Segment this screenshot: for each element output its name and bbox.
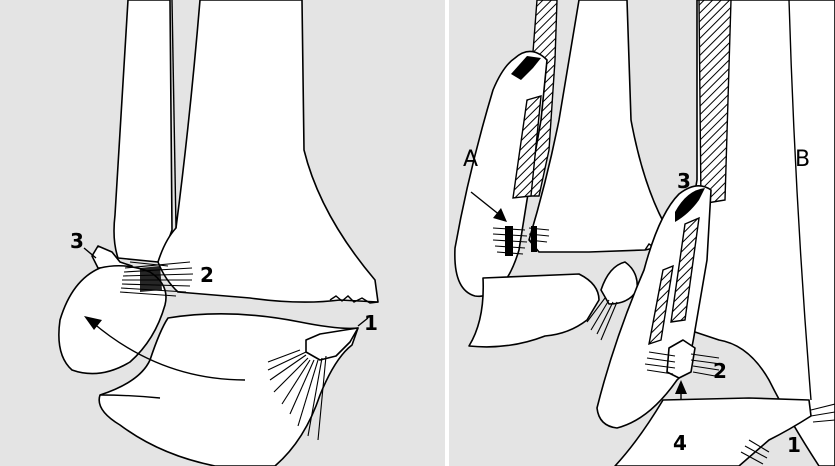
right-label-A: A xyxy=(463,147,478,172)
right-label-B: B xyxy=(795,147,810,172)
left-fibula-shaft xyxy=(114,0,172,262)
right-label-3: 3 xyxy=(677,169,691,193)
right-label-2: 2 xyxy=(713,359,727,383)
left-label-1: 1 xyxy=(364,311,378,335)
left-tibia-shaft xyxy=(158,0,378,302)
right-diagram-panel: A B 3 2 4 1 xyxy=(449,0,835,466)
left-diagram-panel: 3 2 1 xyxy=(0,0,445,466)
right-a-talus xyxy=(469,274,599,347)
left-ankle-illustration: 3 2 1 xyxy=(0,0,445,466)
right-label-1: 1 xyxy=(787,433,801,457)
right-label-4: 4 xyxy=(673,431,687,455)
left-label-3: 3 xyxy=(70,229,84,253)
right-b-tibia-hatched xyxy=(699,0,731,204)
right-ankle-illustration: A B 3 2 4 1 xyxy=(449,0,835,466)
left-label-2: 2 xyxy=(200,263,214,287)
